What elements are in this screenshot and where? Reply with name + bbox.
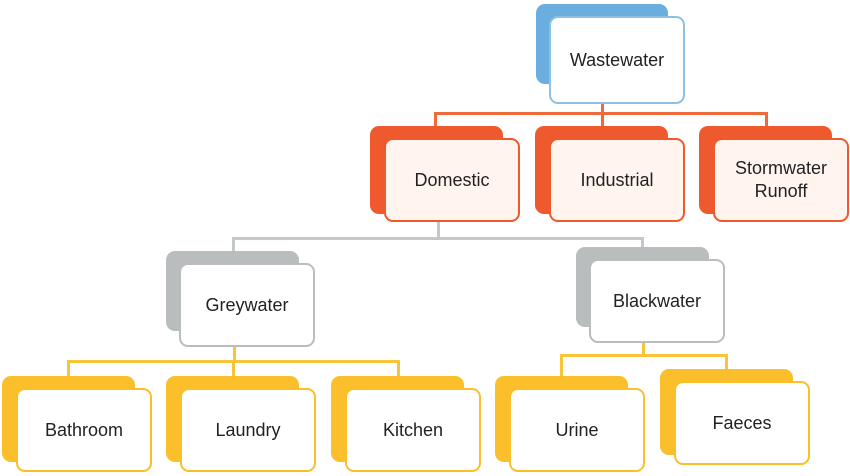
connector-to-blackwater [641, 237, 644, 249]
connector-greywater-down [233, 347, 236, 362]
connector-to-urine [560, 354, 563, 376]
connector-to-laundry [232, 360, 235, 378]
node-industrial-label: Industrial [549, 138, 685, 222]
node-wastewater-label: Wastewater [549, 16, 685, 104]
connector-domestic-down [437, 222, 440, 239]
connector-to-greywater [232, 237, 235, 253]
node-blackwater: Blackwater [576, 247, 728, 345]
node-greywater: Greywater [166, 251, 318, 349]
node-industrial: Industrial [535, 126, 687, 224]
connector-to-industrial [601, 112, 604, 128]
node-kitchen: Kitchen [331, 376, 483, 474]
node-kitchen-label: Kitchen [345, 388, 481, 472]
node-faeces-label: Faeces [674, 381, 810, 465]
node-laundry: Laundry [166, 376, 318, 474]
connector-to-stormwater [765, 112, 768, 128]
node-bathroom-label: Bathroom [16, 388, 152, 472]
connector-to-domestic [434, 112, 437, 128]
node-faeces: Faeces [660, 369, 812, 467]
connector-to-kitchen [397, 360, 400, 378]
node-domestic: Domestic [370, 126, 522, 224]
connector-blackwater-down [642, 343, 645, 357]
connector-level1-horizontal [434, 112, 767, 115]
node-stormwater-runoff: Stormwater Runoff [699, 126, 850, 224]
node-greywater-label: Greywater [179, 263, 315, 347]
connector-to-bathroom [67, 360, 70, 378]
connector-level2-horizontal [232, 237, 644, 240]
node-bathroom: Bathroom [2, 376, 154, 474]
node-wastewater: Wastewater [536, 4, 687, 104]
node-blackwater-label: Blackwater [589, 259, 725, 343]
connector-wastewater-down [601, 96, 604, 114]
connector-to-faeces [725, 354, 728, 370]
node-stormwater-label: Stormwater Runoff [713, 138, 849, 222]
node-urine: Urine [495, 376, 647, 474]
node-urine-label: Urine [509, 388, 645, 472]
connector-blackwater-horizontal [560, 354, 728, 357]
node-laundry-label: Laundry [180, 388, 316, 472]
node-domestic-label: Domestic [384, 138, 520, 222]
